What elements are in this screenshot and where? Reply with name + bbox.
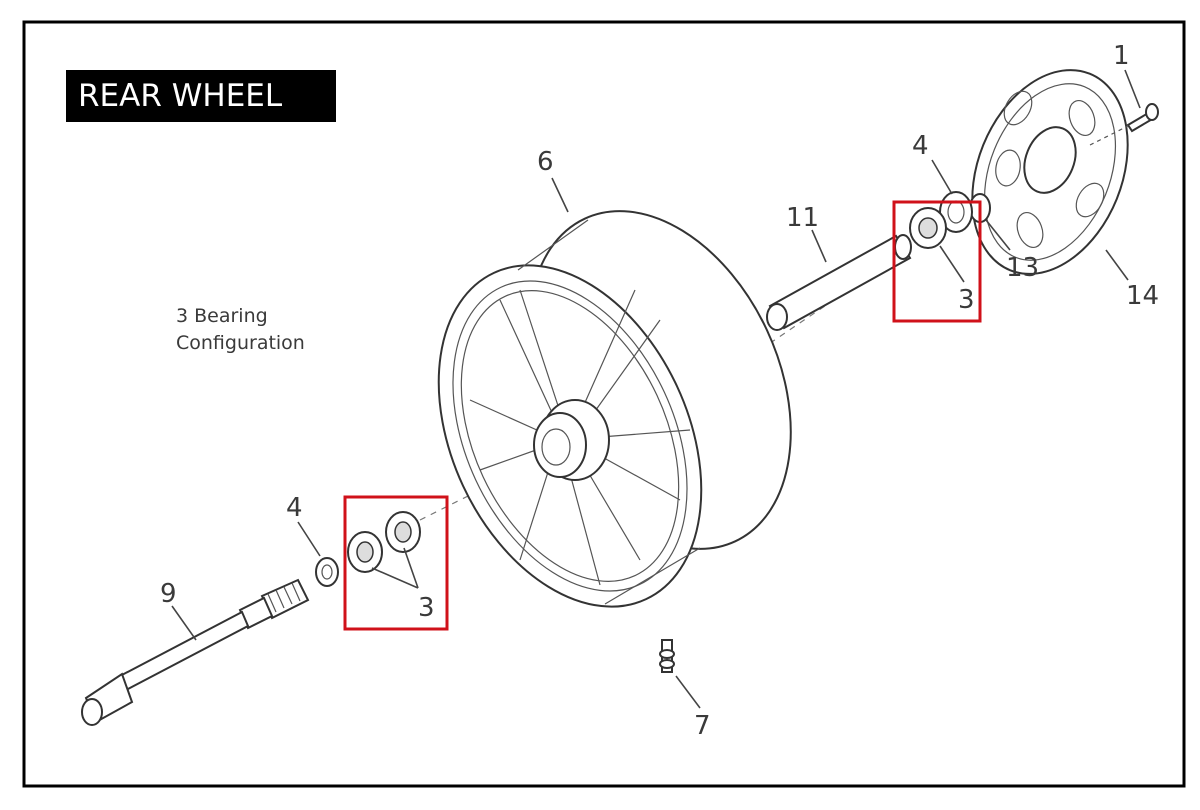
diagram-title: REAR WHEEL (78, 78, 283, 114)
disc-screw (1089, 103, 1159, 146)
callout-13: 13 (1006, 253, 1039, 283)
callout-1: 1 (1113, 41, 1130, 71)
leader-7 (675, 675, 701, 709)
highlight-box-right-bearing (892, 200, 982, 323)
leader-1 (1124, 69, 1141, 109)
bearing-note-line1: 3 Bearing (176, 305, 268, 327)
bearing-left-outer (347, 531, 383, 573)
bearing-right (909, 207, 947, 249)
highlight-box-left-bearings (343, 495, 449, 631)
leader-3-right (939, 245, 965, 283)
callout-9: 9 (160, 579, 177, 609)
callout-6: 6 (537, 147, 554, 177)
valve-stem (659, 639, 675, 673)
bearing-left-inner (385, 511, 421, 553)
callout-3-left: 3 (418, 593, 435, 623)
callout-4-left: 4 (286, 493, 303, 523)
leader-6 (551, 177, 569, 213)
bearing-note-line2: Configuration (176, 332, 305, 354)
title-block: REAR WHEEL (66, 70, 336, 122)
rear-axle (81, 578, 310, 726)
spacer-tube (766, 234, 912, 331)
callout-4-right: 4 (912, 131, 929, 161)
leader-13 (985, 219, 1011, 251)
rear-wheel-rim (437, 210, 792, 608)
callout-11: 11 (786, 203, 819, 233)
leader-14 (1105, 249, 1129, 281)
leader-3-left (371, 547, 419, 589)
leader-9 (171, 605, 197, 641)
callout-14: 14 (1126, 281, 1159, 311)
leader-11 (811, 229, 827, 263)
leader-4-left (297, 521, 321, 557)
leader-4-right (931, 159, 953, 195)
washer-left (315, 557, 339, 587)
callout-7: 7 (694, 711, 711, 741)
callout-3-right: 3 (958, 285, 975, 315)
title-background (66, 70, 336, 122)
brake-disc (971, 69, 1129, 275)
